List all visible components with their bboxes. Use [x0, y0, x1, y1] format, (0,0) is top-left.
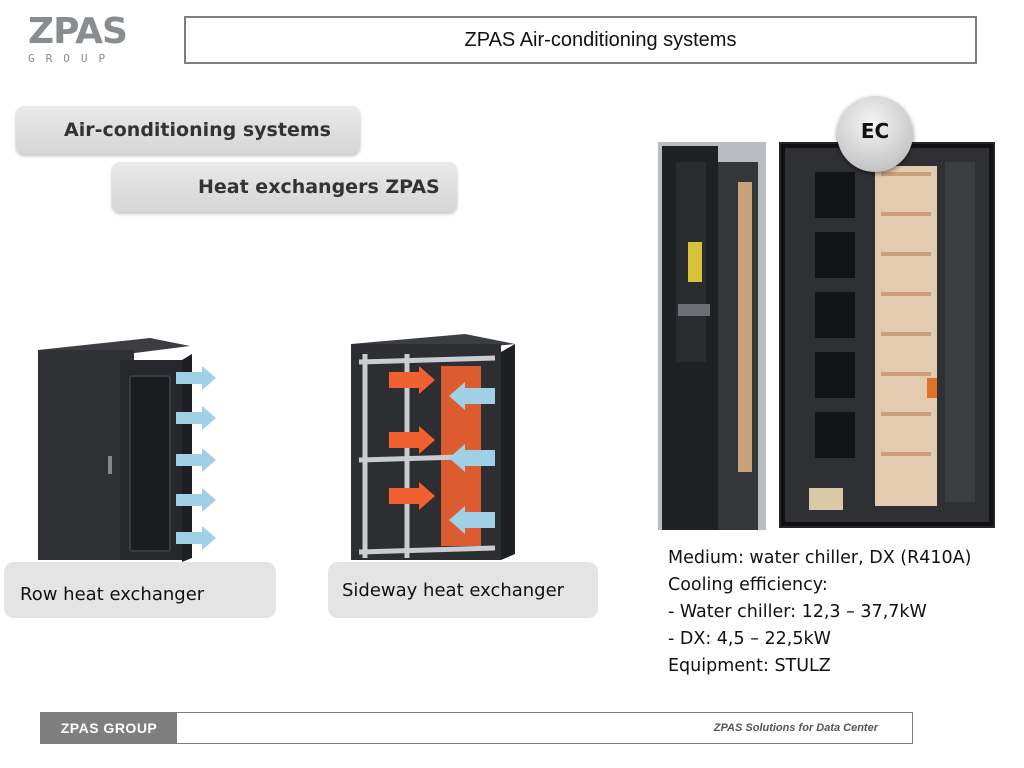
- arrow-icon: [449, 444, 495, 472]
- row-heat-exchanger-label: Row heat exchanger: [4, 562, 276, 618]
- spec-line: Medium: water chiller, DX (R410A): [668, 548, 972, 568]
- footer-brand: ZPAS GROUP: [41, 713, 177, 743]
- arrow-icon: [176, 406, 216, 430]
- arrow-icon: [176, 448, 216, 472]
- footer-tagline: ZPAS Solutions for Data Center: [713, 722, 878, 734]
- arrow-icon: [389, 426, 435, 454]
- page-title: ZPAS Air-conditioning systems: [184, 16, 977, 64]
- arrow-icon: [176, 488, 216, 512]
- arrow-icon: [389, 482, 435, 510]
- logo-mark: ZPAS: [28, 11, 128, 52]
- warning-label: [688, 242, 702, 282]
- sideway-heat-exchanger-image: [351, 334, 515, 560]
- spec-line: - DX: 4,5 – 22,5kW: [668, 629, 831, 649]
- unit-photo-side: [658, 142, 766, 530]
- base-component: [809, 488, 843, 510]
- orange-component: [927, 378, 937, 398]
- coil-pattern: [881, 172, 931, 456]
- cabinet-side: [501, 344, 515, 560]
- airflow-arrows: [176, 366, 216, 550]
- unit-display: [678, 304, 710, 316]
- spec-line: Equipment: STULZ: [668, 656, 831, 676]
- unit-door-frame: [945, 162, 975, 502]
- row-heat-exchanger-image: [38, 338, 216, 562]
- hot-air-arrows: [389, 366, 435, 510]
- footer: ZPAS GROUP ZPAS Solutions for Data Cente…: [40, 712, 913, 744]
- logo-subtitle: GROUP: [28, 52, 117, 65]
- unit-coil: [738, 182, 752, 472]
- ec-badge: EC: [837, 96, 913, 172]
- arrow-icon: [176, 366, 216, 390]
- section-title-secondary: Heat exchangers ZPAS: [112, 162, 457, 212]
- arrow-icon: [176, 526, 216, 550]
- cold-air-arrows: [449, 382, 495, 534]
- door-perforation: [129, 375, 171, 552]
- fan-stack: [815, 172, 855, 458]
- arrow-icon: [389, 366, 435, 394]
- spec-line: - Water chiller: 12,3 – 37,7kW: [668, 602, 927, 622]
- unit-photo-open: [779, 142, 995, 528]
- sideway-heat-exchanger-label: Sideway heat exchanger: [328, 562, 598, 618]
- door-handle: [108, 456, 112, 474]
- arrow-icon: [449, 382, 495, 410]
- cabinet-front: [38, 350, 134, 560]
- section-title-primary: Air-conditioning systems: [16, 106, 360, 154]
- zpas-logo: ZPAS GROUP: [28, 11, 158, 66]
- arrow-icon: [449, 506, 495, 534]
- specs-text: Medium: water chiller, DX (R410A) Coolin…: [668, 545, 1008, 680]
- spec-line: Cooling efficiency:: [668, 575, 828, 595]
